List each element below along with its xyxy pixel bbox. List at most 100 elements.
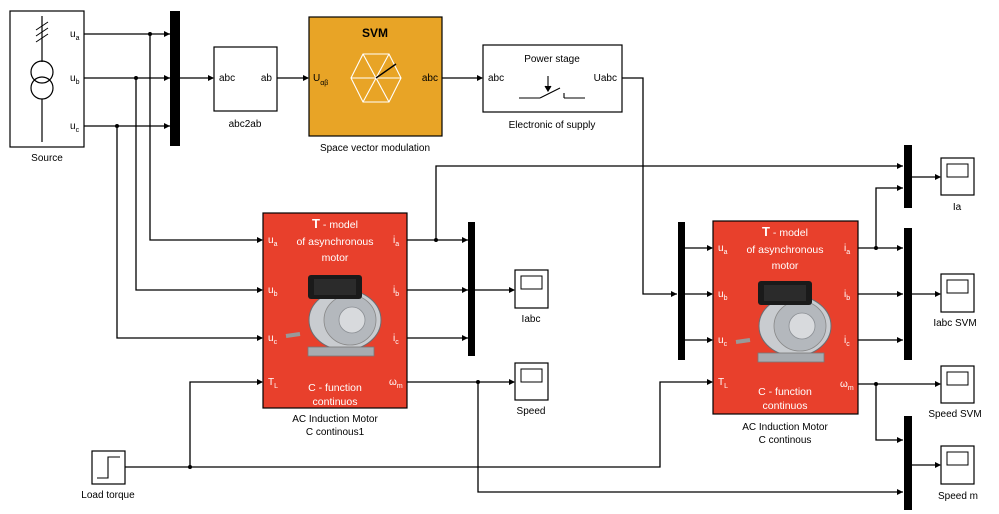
arrow xyxy=(257,287,263,293)
power-stage-title: Power stage xyxy=(524,54,580,65)
scope-icon xyxy=(947,280,968,293)
mux-iabc-svm[interactable] xyxy=(904,228,912,360)
arrow xyxy=(671,291,677,297)
motor1-label-line2: C continous1 xyxy=(306,427,365,438)
svm-title: SVM xyxy=(362,26,388,40)
arrow xyxy=(707,245,713,251)
arrow xyxy=(462,287,468,293)
power-stage-label: Electronic of supply xyxy=(509,120,596,131)
scope-icon xyxy=(947,372,968,385)
arrow xyxy=(257,379,263,385)
wire-load-m2 xyxy=(125,382,712,467)
scope-iabc-label: Iabc xyxy=(522,314,541,325)
wire-m2-ia-ia-mux xyxy=(876,188,903,248)
scope-speed-svm-label: Speed SVM xyxy=(928,409,981,420)
scope-iabc[interactable]: Iabc xyxy=(515,270,548,325)
scope-iabc-svm-label: Iabc SVM xyxy=(933,318,976,329)
mux-source[interactable] xyxy=(170,11,180,146)
power-stage-in: abc xyxy=(488,73,504,84)
wire-load-m1 xyxy=(190,382,262,467)
arrow xyxy=(935,381,941,387)
scope-speed-svm[interactable]: Speed SVM xyxy=(928,366,981,420)
arrow xyxy=(257,237,263,243)
motor1-line4: C - function xyxy=(308,382,362,394)
scope-icon xyxy=(521,276,542,289)
mux-motor2-inputs[interactable] xyxy=(678,222,685,360)
motor2-label-line2: C continous xyxy=(759,435,812,446)
arrow xyxy=(303,75,309,81)
wire-uc-motor1 xyxy=(117,126,262,338)
scope-speed-m[interactable]: Speed m xyxy=(938,446,978,502)
arrow xyxy=(935,174,941,180)
power-stage-block[interactable]: Power stage abc Uabc Electronic of suppl… xyxy=(483,45,622,131)
scope-speed-m-label: Speed m xyxy=(938,491,978,502)
junction-m1-speed xyxy=(476,380,480,384)
motor1-block[interactable]: T - model of asynchronous motor C - func… xyxy=(263,213,407,438)
source-label: Source xyxy=(31,153,63,164)
arrow xyxy=(935,291,941,297)
arrow xyxy=(707,337,713,343)
svm-block[interactable]: SVM Uαβ abc Space vector modulation xyxy=(309,17,442,154)
junction-ua xyxy=(148,32,152,36)
abc2ab-block[interactable]: abc ab abc2ab xyxy=(214,47,277,130)
motor1-line2: of asynchronous xyxy=(296,236,373,248)
abc2ab-label: abc2ab xyxy=(229,119,262,130)
source-block[interactable]: ua ub uc Source xyxy=(10,11,84,164)
abc2ab-in: abc xyxy=(219,73,235,84)
scope-icon xyxy=(947,164,968,177)
load-torque-block[interactable]: Load torque xyxy=(81,451,135,501)
arrow xyxy=(707,379,713,385)
abc2ab-out: ab xyxy=(261,73,273,84)
motor1-label-line1: AC Induction Motor xyxy=(292,414,378,425)
arrow xyxy=(164,75,170,81)
arrow xyxy=(897,489,903,495)
arrow xyxy=(208,75,214,81)
motor2-line2: of asynchronous xyxy=(746,244,823,256)
mux-speed-m[interactable] xyxy=(904,416,912,510)
arrow xyxy=(935,462,941,468)
motor1-line1: T - model xyxy=(312,216,358,231)
arrow xyxy=(897,163,903,169)
scope-iabc-svm[interactable]: Iabc SVM xyxy=(933,274,976,329)
arrow xyxy=(897,185,903,191)
arrow xyxy=(897,291,903,297)
motor2-line5: continuos xyxy=(763,400,808,412)
junction-m2-ia xyxy=(874,246,878,250)
scope-speed-label: Speed xyxy=(517,406,546,417)
arrow xyxy=(707,291,713,297)
svm-out: abc xyxy=(422,73,438,84)
arrow xyxy=(897,245,903,251)
arrow xyxy=(462,335,468,341)
motor1-line3: motor xyxy=(322,252,349,264)
wire-m2-speed-m xyxy=(876,384,903,440)
scope-speed[interactable]: Speed xyxy=(515,363,548,417)
arrow xyxy=(164,31,170,37)
arrow xyxy=(897,337,903,343)
scope-icon xyxy=(947,452,968,465)
motor2-line4: C - function xyxy=(758,386,812,398)
motor2-block[interactable]: T - model of asynchronous motor C - func… xyxy=(713,221,858,446)
mux-ia[interactable] xyxy=(904,145,912,208)
arrow xyxy=(509,287,515,293)
motor2-line1: T - model xyxy=(762,224,808,239)
wire-power-mux3 xyxy=(622,78,677,294)
junction-ub xyxy=(134,76,138,80)
junction-m2-speed xyxy=(874,382,878,386)
arrow xyxy=(509,379,515,385)
motor1-line5: continuos xyxy=(313,396,358,408)
load-torque-label: Load torque xyxy=(81,490,135,501)
scope-ia[interactable]: Ia xyxy=(941,158,974,213)
motor2-line3: motor xyxy=(772,260,799,272)
mux-motor1-currents[interactable] xyxy=(468,222,475,356)
junction-m1-ia xyxy=(434,238,438,242)
arrow xyxy=(462,237,468,243)
junction-uc xyxy=(115,124,119,128)
arrow xyxy=(477,75,483,81)
power-stage-out: Uabc xyxy=(594,73,617,84)
junction-load xyxy=(188,465,192,469)
arrow xyxy=(897,437,903,443)
scope-ia-label: Ia xyxy=(953,202,962,213)
scope-icon xyxy=(521,369,542,382)
arrow xyxy=(257,335,263,341)
